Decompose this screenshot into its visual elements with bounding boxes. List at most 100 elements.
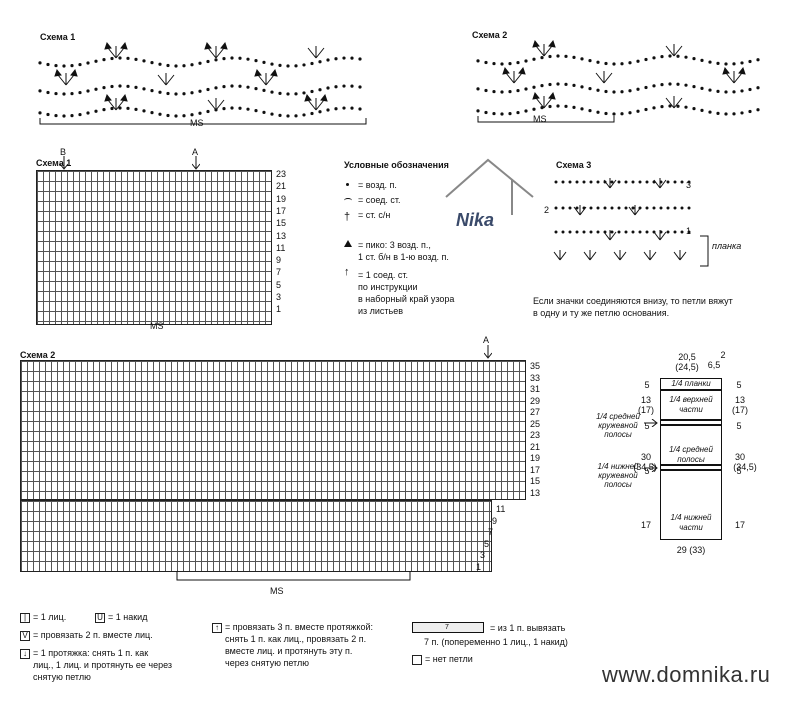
chain-dot (134, 85, 138, 89)
dim-top-width-alt: (24,5) (675, 362, 699, 372)
chain-dot (548, 54, 552, 59)
chain-dot (230, 84, 234, 88)
chain-dot (334, 107, 338, 111)
chain-dot (548, 104, 552, 109)
chain-dot (262, 60, 266, 65)
crochet-legend-item: по инструкции (358, 282, 418, 292)
schema3-note-line2: в одну и ту же петлю основания. (533, 308, 670, 318)
chain-dot (540, 56, 544, 60)
chain-dot (645, 206, 649, 210)
dim-upper-right: 13 (734, 395, 745, 405)
chain-dot (78, 90, 82, 95)
knit-stitch-icon: | (20, 612, 30, 623)
chain-dot (476, 59, 480, 63)
chain-dot (294, 64, 298, 68)
schema3-label-3: 3 (686, 180, 692, 190)
chain-dot (334, 57, 338, 61)
dim-shoulder: 6,5 (707, 360, 721, 370)
chain-dot (596, 110, 600, 114)
schema2-knit-grid-lower (20, 500, 492, 572)
chain-dot (142, 87, 146, 91)
chain-dot (684, 83, 688, 87)
piece-middle (660, 425, 722, 465)
chain-dot (740, 61, 744, 65)
chain-dot (556, 104, 560, 108)
chain-dot (118, 106, 122, 110)
chain-dot (666, 230, 670, 234)
row-number: 27 (530, 407, 541, 417)
chain-dot (310, 111, 314, 116)
chain-dot (724, 90, 728, 94)
chain-dot (358, 57, 362, 61)
schema3-diagram (553, 178, 709, 267)
chain-dot (638, 230, 642, 234)
row-number: 35 (530, 361, 541, 371)
chain-dot (636, 87, 640, 91)
chain-dot (270, 62, 274, 66)
chain-dot (617, 206, 621, 210)
crochet-legend-item: 1 ст. б/н в 1-ю возд. п. (358, 252, 449, 262)
chain-dot (508, 112, 512, 116)
dim-middle-right-alt: (34,5) (733, 462, 757, 472)
chain-dot (358, 107, 362, 111)
dim-middle-right: 30 (734, 452, 745, 462)
marker-b: B (60, 147, 67, 157)
chain-dot (102, 58, 106, 62)
crochet-legend-item: = ст. с/н (358, 210, 391, 220)
chain-dot (561, 206, 565, 210)
chain-dot (620, 112, 624, 116)
chain-dot (86, 61, 90, 65)
schema2-crochet-diagram (476, 39, 760, 123)
chain-dot (644, 85, 648, 90)
dot-icon (346, 183, 349, 186)
chain-dot (70, 92, 74, 96)
row-number: 15 (530, 476, 541, 486)
chain-dot (278, 91, 282, 95)
row-number: 11 (496, 504, 506, 514)
chain-dot (198, 89, 202, 93)
chain-dot (673, 230, 677, 234)
chain-dot (70, 64, 74, 68)
slip-stitch-icon (344, 198, 352, 203)
chain-dot (38, 111, 42, 115)
chain-dot (684, 105, 688, 109)
legend-skpo-2: лиц., 1 лиц. и протянуть ее через (33, 660, 173, 670)
chain-dot (230, 56, 234, 60)
legend-k3-3: вместе лиц. и протянуть эту п. (225, 646, 353, 656)
chain-dot (222, 84, 226, 89)
chain-dot (687, 230, 691, 234)
chain-dot (628, 111, 632, 115)
k3tog-icon: ↑ (212, 622, 222, 633)
chain-dot (668, 82, 672, 86)
band-label: 1/4 планки (671, 379, 711, 388)
chain-dot (666, 206, 670, 210)
chain-dot (756, 86, 760, 90)
chain-dot (206, 59, 210, 64)
marker-a-schema2: A (483, 335, 490, 345)
chain-dot (198, 111, 202, 115)
chain-dot (358, 85, 362, 89)
chain-dot (644, 57, 648, 62)
chain-dot (294, 114, 298, 118)
legend-skpo-3: снятую петлю (33, 672, 91, 682)
chain-dot (262, 88, 266, 93)
chain-dot (94, 87, 98, 91)
chain-dot (206, 109, 210, 114)
row-number: 1 (476, 561, 482, 572)
chain-dot (561, 180, 565, 184)
chain-dot (270, 90, 274, 94)
row-number: 5 (276, 279, 282, 290)
dim-lower-right: 17 (734, 520, 745, 530)
row-number: 3 (480, 550, 486, 560)
chain-dot (302, 91, 306, 95)
schema1-knit-grid (36, 170, 272, 325)
chain-dot (554, 180, 558, 184)
chain-dot (716, 111, 720, 115)
chain-dot (492, 111, 496, 116)
chain-dot (756, 58, 760, 62)
piece-lower (660, 470, 722, 540)
chain-dot (554, 230, 558, 234)
dim-band-left: 5 (644, 380, 650, 390)
row-number: 5 (484, 538, 490, 549)
crochet-legend-item: = соед. ст. (358, 195, 401, 205)
